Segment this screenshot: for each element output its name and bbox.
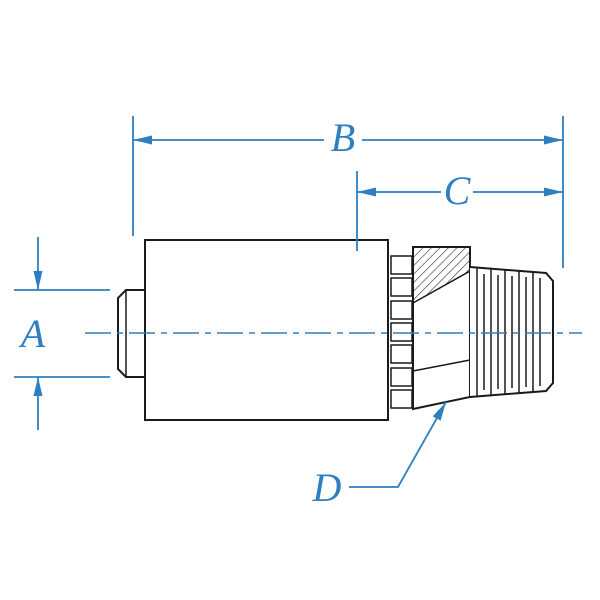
dim-d-leader [349,401,447,488]
hex-nut-flat-edge [412,359,471,372]
fitting-part-drawing [117,239,554,421]
dim-a-label: A [18,311,46,356]
dimension-annotations [14,116,582,488]
serration-band [390,255,413,409]
serration-notch [390,367,413,387]
serration-notch [390,389,413,409]
thread-lines [476,268,541,396]
dim-b-label: B [331,115,355,160]
serration-notch [390,277,413,297]
serration-notch [390,300,413,320]
serration-notch [390,255,413,275]
dim-c-label: C [444,168,472,213]
dim-d-label: D [312,465,342,510]
serration-notch [390,322,413,342]
ferrule-body [144,239,389,421]
serration-notch [390,344,413,364]
dimension-labels: B C A D [18,115,472,510]
